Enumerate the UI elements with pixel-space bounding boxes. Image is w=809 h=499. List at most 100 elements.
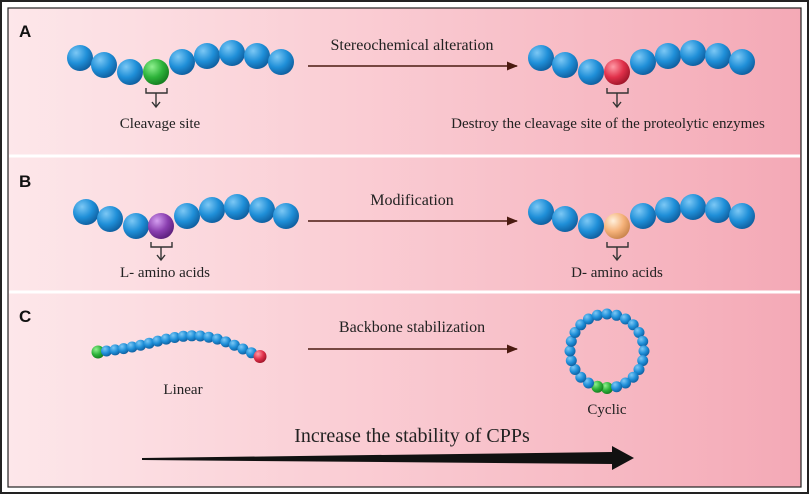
bead [528, 199, 554, 225]
bead [705, 197, 731, 223]
panel-a-arrow-label: Stereochemical alteration [330, 37, 493, 54]
bead [237, 343, 249, 355]
bead [638, 345, 650, 357]
bead [143, 337, 155, 349]
panel-b-right-chain [528, 194, 755, 239]
bead [67, 45, 93, 71]
bead [73, 199, 99, 225]
panel-a-right-pointer [606, 88, 629, 109]
bead [627, 319, 639, 331]
panel-b-right-pointer [606, 242, 629, 262]
bead [620, 377, 631, 389]
panel-c-right-label: Cyclic [587, 402, 626, 418]
bead [620, 313, 631, 325]
bead [244, 43, 270, 69]
bead [575, 371, 587, 383]
bead [611, 381, 623, 393]
panel-b-letter: B [19, 172, 31, 191]
cyclic-chain [564, 308, 650, 394]
cleavage-site-bead [143, 59, 169, 85]
bead [126, 341, 138, 353]
bead [705, 43, 731, 69]
bead [118, 343, 130, 355]
bead [637, 335, 649, 347]
linear-chain [91, 330, 267, 363]
bead [135, 339, 147, 351]
bead [109, 344, 121, 356]
bead [249, 197, 275, 223]
bead [680, 194, 706, 220]
stability-arrow [142, 446, 634, 470]
panel-b: B L- amino acids Modification [19, 172, 755, 281]
bead [152, 335, 164, 347]
ring-bead-green [591, 380, 604, 393]
bead [633, 364, 645, 375]
l-amino-acid-bead [148, 213, 174, 239]
bead [97, 206, 123, 232]
panel-a-left-chain [67, 40, 294, 85]
panel-a-left-label: Cleavage site [120, 116, 201, 132]
bead [565, 355, 577, 367]
bead [655, 197, 681, 223]
bead [655, 43, 681, 69]
bead [583, 313, 594, 325]
bead [569, 364, 581, 375]
bead [186, 330, 198, 342]
bead [160, 333, 172, 345]
end-bead-green [91, 345, 105, 359]
d-amino-acid-bead [604, 213, 630, 239]
end-bead-red [253, 350, 267, 363]
panel-c-arrow-label: Backbone stabilization [339, 319, 485, 336]
bead [169, 49, 195, 75]
bead [637, 355, 649, 367]
panel-a-right-chain [528, 40, 755, 85]
panel-c-letter: C [19, 307, 31, 326]
panel-b-left-pointer [150, 242, 173, 262]
panel-b-left-label: L- amino acids [120, 265, 210, 281]
bead [552, 52, 578, 78]
bead [228, 339, 240, 351]
bead [591, 309, 603, 321]
bead [729, 203, 755, 229]
bead [578, 59, 604, 85]
bead [194, 330, 206, 342]
bead [224, 194, 250, 220]
bead [199, 197, 225, 223]
inner-frame [7, 7, 802, 488]
bead [220, 336, 232, 348]
bead [611, 309, 623, 321]
panel-a-letter: A [19, 22, 31, 41]
bead [169, 332, 181, 343]
panel-c: C Linear Backbone stabilization Cyclic I… [19, 307, 650, 470]
altered-site-bead [604, 59, 630, 85]
bead [203, 331, 215, 343]
bead [211, 333, 223, 345]
bead [630, 203, 656, 229]
bottom-label: Increase the stability of CPPs [294, 425, 530, 447]
bead [564, 345, 576, 357]
panel-c-left-label: Linear [163, 382, 202, 398]
bead [569, 327, 581, 338]
bead [729, 49, 755, 75]
bead [273, 203, 299, 229]
bead [583, 377, 594, 389]
bead [633, 327, 645, 338]
bead [123, 213, 149, 239]
bead [101, 345, 112, 357]
bead [219, 40, 245, 66]
bead [194, 43, 220, 69]
bead [680, 40, 706, 66]
panel-b-arrow-label: Modification [370, 192, 454, 209]
panel-a: A Cleavage site Stereochemical alteratio… [19, 22, 765, 132]
bead [578, 213, 604, 239]
bead [552, 206, 578, 232]
bead [630, 49, 656, 75]
panel-b-right-label: D- amino acids [571, 265, 663, 281]
bead [627, 371, 639, 383]
bead [565, 335, 577, 347]
bead [91, 52, 117, 78]
bead [268, 49, 294, 75]
bead [174, 203, 200, 229]
bead [117, 59, 143, 85]
